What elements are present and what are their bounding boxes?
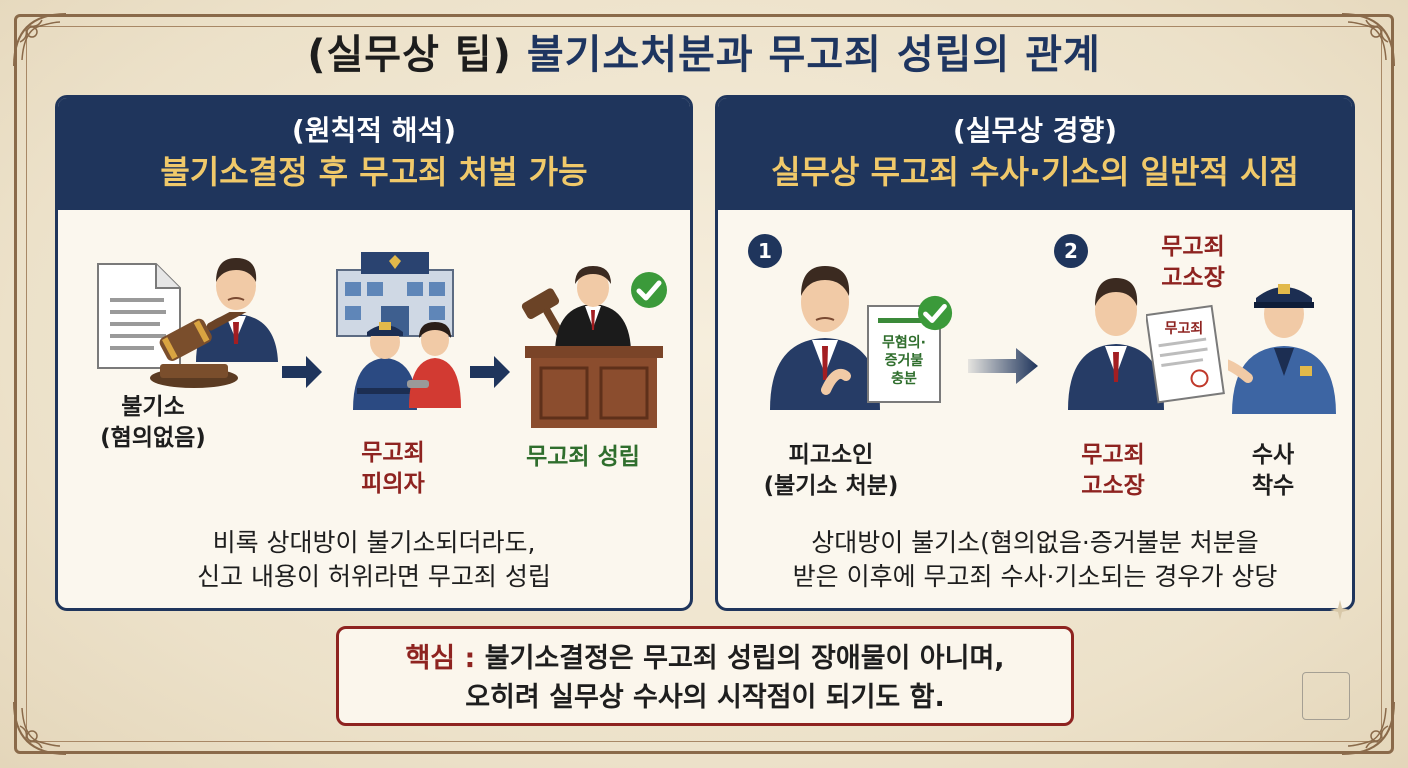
corner-ornament-icon (1341, 13, 1395, 67)
step-number-badge-2: 2 (1054, 234, 1088, 268)
arrow-right-icon (968, 348, 1038, 384)
right-panel-headline: 실무상 무고죄 수사·기소의 일반적 시점 (771, 153, 1299, 191)
step-label-accused: 피고소인 (불기소 처분) (763, 442, 899, 499)
callout-key-label: 핵심 : (405, 643, 476, 674)
complainant-person-icon (1068, 278, 1164, 410)
right-panel-caption: 상대방이 불기소(혐의없음·증거불분 처분을 받은 이후에 무고죄 수사·기소되… (792, 528, 1278, 591)
judge-icon (521, 266, 663, 428)
police-officer-icon (353, 322, 417, 410)
complaint-document-icon (1146, 304, 1225, 404)
inner-frame (26, 26, 1382, 742)
right-panel: (실무상 경향) 실무상 무고죄 수사·기소의 일반적 시점 1 2 무혐의· … (715, 95, 1355, 611)
step-label-false-accusation-established: 무고죄 성립 (526, 444, 640, 470)
outer-frame (14, 14, 1394, 754)
arrow-right-icon (282, 356, 322, 388)
left-panel-caption: 비록 상대방이 불기소되더라도, 신고 내용이 허위라면 무고죄 성립 (197, 528, 551, 591)
police-station-icon (336, 252, 454, 337)
suspect-red-shirt-icon (407, 322, 461, 408)
accused-person-icon (770, 266, 880, 410)
page-title: (실무상 팁) 불기소처분과 무고죄 성립의 관계 (0, 22, 1408, 80)
police-officer-icon (1228, 284, 1336, 414)
arrow-right-icon (470, 356, 510, 388)
complaint-document-title: 무고죄 (1164, 321, 1204, 337)
document-icon (97, 263, 181, 369)
callout-line-1: 핵심 : 불기소결정은 무고죄 성립의 장애물이 아니며, (339, 639, 1071, 678)
step-label-complaint-top: 무고죄 고소장 (1161, 234, 1225, 291)
right-panel-subtitle: (실무상 경향) (952, 114, 1118, 147)
left-panel: (원칙적 해석) 불기소결정 후 무고죄 처벌 가능 (55, 95, 693, 611)
artist-seal-icon (1302, 672, 1350, 720)
step-label-complaint: 무고죄 고소장 (1081, 442, 1145, 499)
key-point-callout: 핵심 : 불기소결정은 무고죄 성립의 장애물이 아니며, 오히려 실무상 수사… (336, 626, 1074, 726)
document-text: 무혐의· 증거불 충분 (882, 335, 926, 387)
corner-ornament-icon (13, 13, 67, 67)
sparkle-icon (1330, 600, 1350, 620)
left-panel-headline: 불기소결정 후 무고죄 처벌 가능 (160, 153, 588, 191)
title-prefix: (실무상 팁) (307, 32, 512, 78)
right-panel-header: (실무상 경향) 실무상 무고죄 수사·기소의 일반적 시점 (718, 98, 1352, 210)
left-panel-subtitle: (원칙적 해석) (291, 114, 457, 147)
left-panel-header: (원칙적 해석) 불기소결정 후 무고죄 처벌 가능 (58, 98, 690, 210)
step-number-badge-1: 1 (748, 234, 782, 268)
step-label-investigation-start: 수사 착수 (1251, 442, 1295, 499)
gavel-icon (150, 312, 271, 388)
corner-ornament-icon (1341, 701, 1395, 755)
step-label-non-prosecution: 불기소 (혐의없음) (100, 394, 206, 451)
corner-ornament-icon (13, 701, 67, 755)
callout-line-2: 오히려 실무상 수사의 시작점이 되기도 함. (465, 682, 945, 713)
step-label-false-accusation-suspect: 무고죄 피의자 (361, 440, 425, 497)
callout-text-1: 불기소결정은 무고죄 성립의 장애물이 아니며, (484, 643, 1005, 674)
title-main: 불기소처분과 무고죄 성립의 관계 (526, 32, 1101, 78)
checkmark-icon (631, 272, 667, 308)
checkmark-icon (917, 295, 953, 331)
